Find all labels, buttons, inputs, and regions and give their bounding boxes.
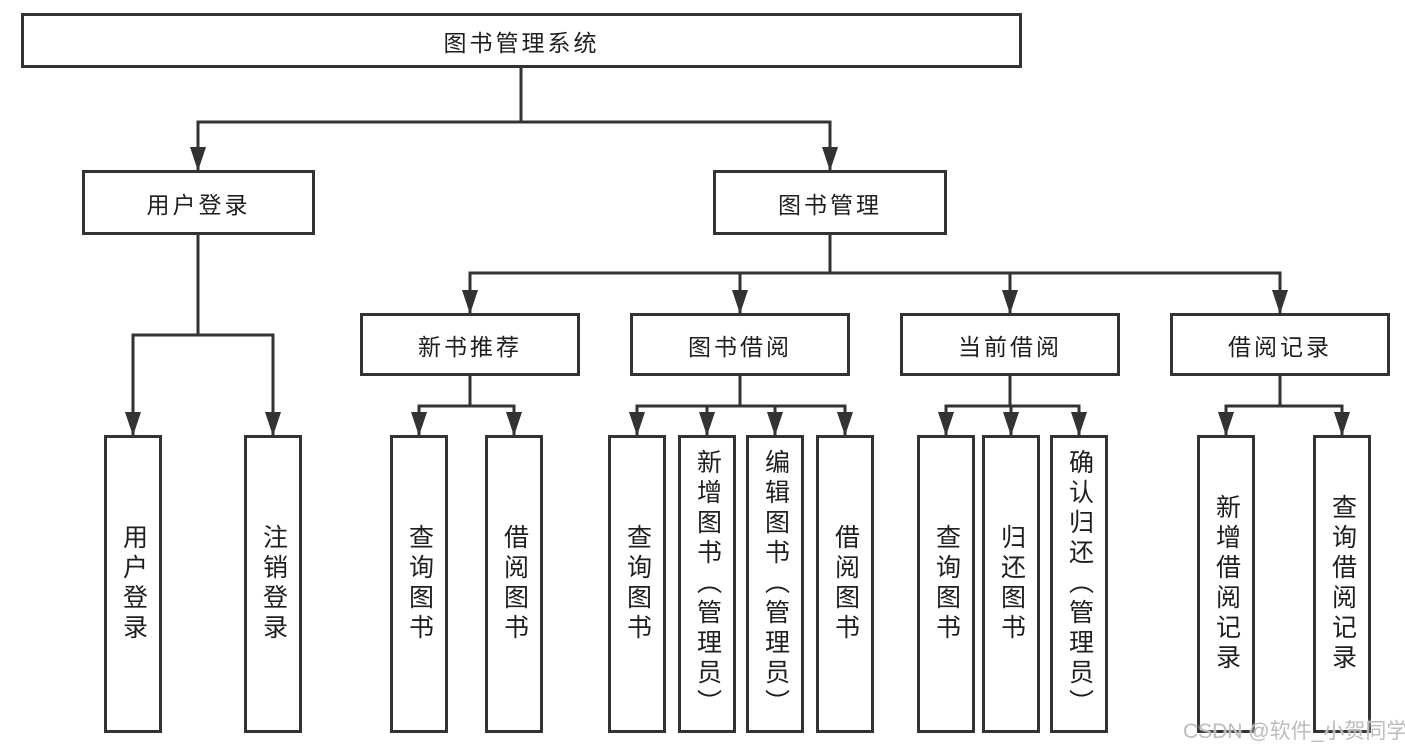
leaf-nb-query-books: 查询图书 bbox=[390, 435, 448, 733]
leaf-bb-add-books-admin: 新增图书（管理员） bbox=[678, 435, 736, 733]
leaf-rec-add-record-label: 新增借阅记录 bbox=[1212, 494, 1241, 674]
node-root-label: 图书管理系统 bbox=[443, 29, 600, 56]
leaf-rec-query-record: 查询借阅记录 bbox=[1313, 435, 1371, 733]
csdn-watermark: CSDN @软件_小贺同学 bbox=[1183, 720, 1405, 743]
node-book-borrowing: 图书借阅 bbox=[630, 313, 850, 376]
leaf-rec-add-record: 新增借阅记录 bbox=[1197, 435, 1255, 733]
node-borrow-records-label: 借阅记录 bbox=[1228, 333, 1332, 360]
leaf-bb-add-books-admin-label: 新增图书（管理员） bbox=[693, 449, 722, 719]
node-new-book-recommend-label: 新书推荐 bbox=[418, 333, 522, 360]
leaf-cb-confirm-return-admin-label: 确认归还（管理员） bbox=[1065, 449, 1094, 719]
leaf-bb-edit-books-admin: 编辑图书（管理员） bbox=[746, 435, 804, 733]
node-current-borrowing: 当前借阅 bbox=[900, 313, 1120, 376]
leaf-nb-query-books-label: 查询图书 bbox=[405, 524, 434, 644]
leaf-bb-query-books-label: 查询图书 bbox=[623, 524, 652, 644]
leaf-bb-borrow-books: 借阅图书 bbox=[816, 435, 874, 733]
leaf-cb-query-books: 查询图书 bbox=[917, 435, 975, 733]
leaf-nb-borrow-books: 借阅图书 bbox=[485, 435, 543, 733]
node-current-borrowing-label: 当前借阅 bbox=[958, 333, 1062, 360]
node-user-login: 用户登录 bbox=[82, 170, 315, 235]
leaf-rec-query-record-label: 查询借阅记录 bbox=[1328, 494, 1357, 674]
leaf-user-login-label: 用户登录 bbox=[119, 524, 148, 644]
node-book-borrowing-label: 图书借阅 bbox=[688, 333, 792, 360]
node-book-management-label: 图书管理 bbox=[778, 191, 882, 218]
leaf-nb-borrow-books-label: 借阅图书 bbox=[500, 524, 529, 644]
leaf-bb-borrow-books-label: 借阅图书 bbox=[831, 524, 860, 644]
node-book-management: 图书管理 bbox=[713, 170, 947, 235]
leaf-cb-confirm-return-admin: 确认归还（管理员） bbox=[1050, 435, 1108, 733]
node-user-login-label: 用户登录 bbox=[146, 191, 251, 218]
leaf-logout: 注销登录 bbox=[244, 435, 302, 733]
node-borrow-records: 借阅记录 bbox=[1170, 313, 1390, 376]
node-new-book-recommend: 新书推荐 bbox=[360, 313, 580, 376]
leaf-cb-query-books-label: 查询图书 bbox=[932, 524, 961, 644]
leaf-cb-return-books-label: 归还图书 bbox=[997, 524, 1026, 644]
leaf-logout-label: 注销登录 bbox=[259, 524, 288, 644]
leaf-user-login: 用户登录 bbox=[104, 435, 162, 733]
node-root-library-system: 图书管理系统 bbox=[21, 13, 1022, 68]
leaf-bb-edit-books-admin-label: 编辑图书（管理员） bbox=[761, 449, 790, 719]
leaf-bb-query-books: 查询图书 bbox=[608, 435, 666, 733]
leaf-cb-return-books: 归还图书 bbox=[982, 435, 1040, 733]
